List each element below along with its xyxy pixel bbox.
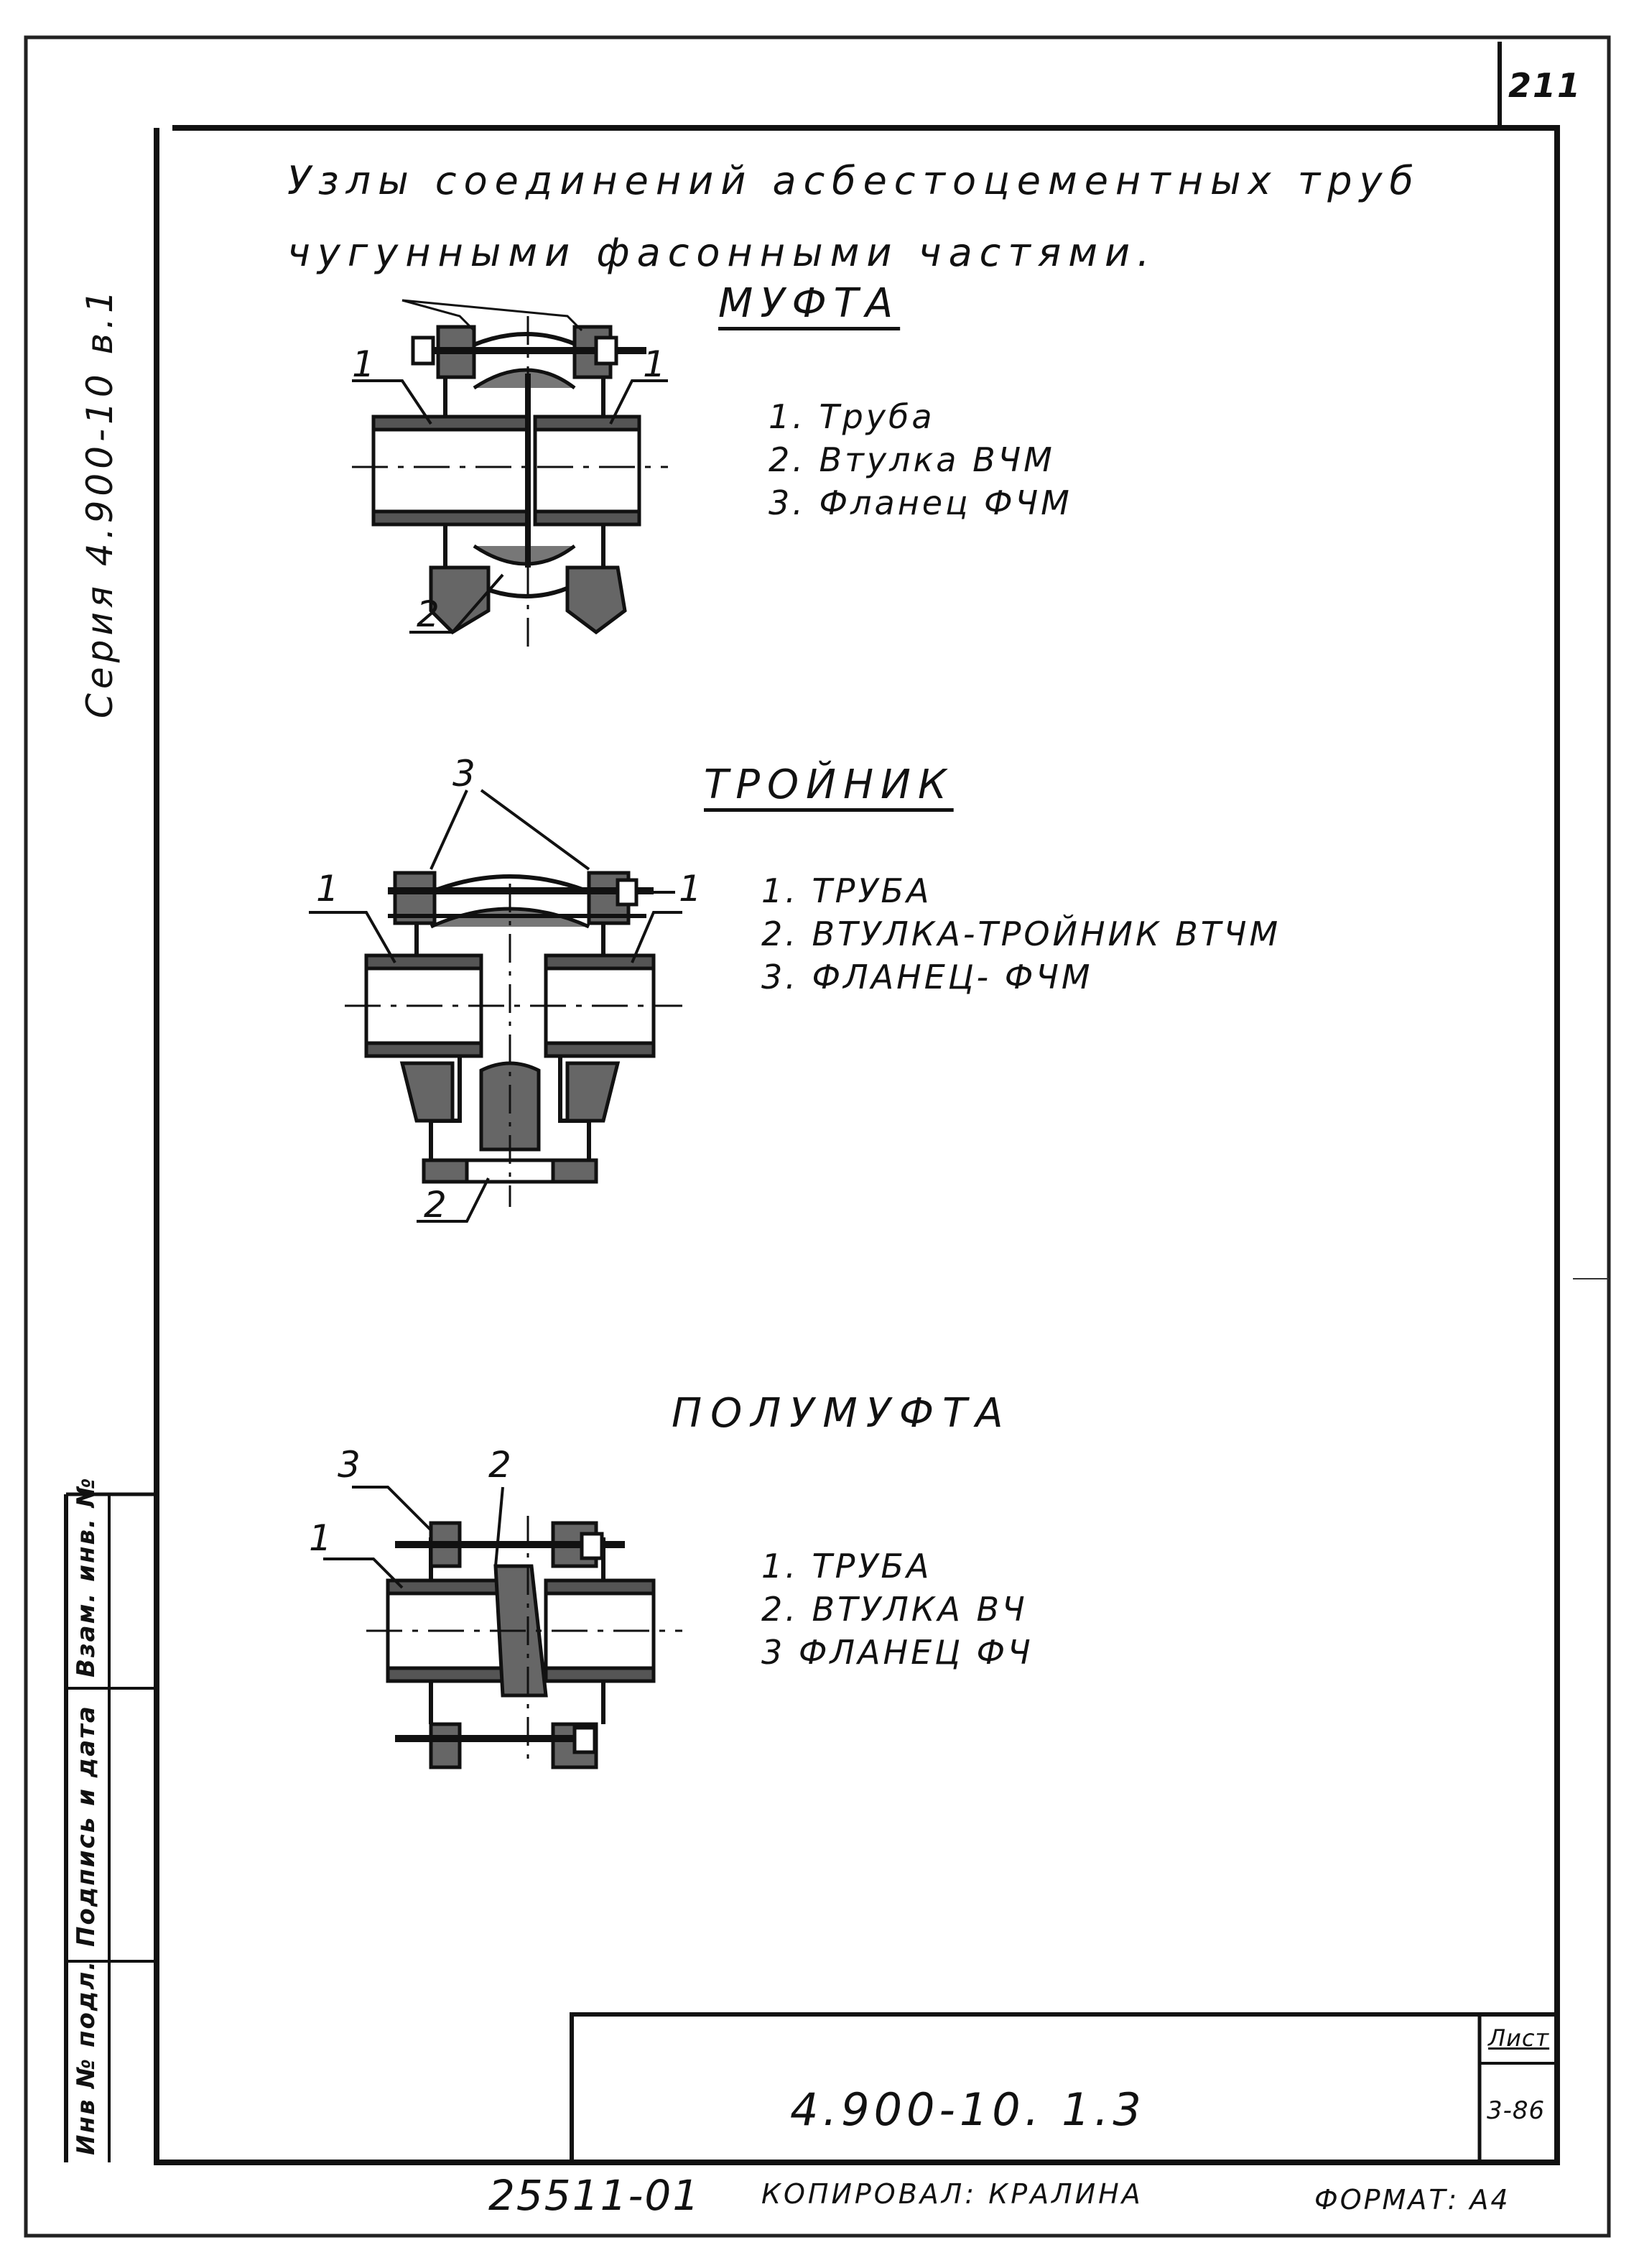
series-label: Серия 4.900-10 в.1 [79, 286, 121, 718]
callout-2: 2 [424, 1184, 451, 1226]
copied-by: КОПИРОВАЛ: КРАЛИНА [761, 2178, 1143, 2210]
tee-drawing [309, 789, 682, 1223]
section-heading-half-coupling: ПОЛУМУФТА [672, 1390, 1012, 1437]
callout-2: 2 [488, 1444, 516, 1486]
legend-item: 2. ВТУЛКА-ТРОЙНИК ВТЧМ [761, 915, 1281, 953]
legend-half-coupling: 1. ТРУБА 2. ВТУЛКА ВЧ 3 ФЛАНЕЦ ФЧ [761, 1545, 1034, 1674]
section-heading-coupling: МУФТА [718, 280, 901, 327]
sheet-label: Лист [1488, 2024, 1550, 2052]
callout-1-left: 1 [316, 868, 343, 909]
page-title-line-2: чугунными фасонными частями. [287, 230, 1157, 275]
callout-1-left: 1 [352, 343, 379, 385]
section-heading-tee: ТРОЙНИК [704, 762, 954, 808]
legend-item: 1. ТРУБА [761, 871, 932, 910]
stamp-signature-date: Подпись и дата [72, 1705, 101, 1947]
legend-coupling: 1. Труба 2. Втулка ВЧМ 3. Фланец ФЧМ [769, 395, 1072, 524]
callout-1-right: 1 [643, 343, 670, 385]
stamp-replacement-inventory: Взам. инв. № [72, 1476, 101, 1677]
stamp-inventory-original: Инв № подл. [72, 1959, 101, 2155]
callout-1: 1 [309, 1517, 336, 1559]
inventory-number: 25511-01 [488, 2171, 701, 2220]
legend-item: 2. Втулка ВЧМ [769, 440, 1055, 479]
callout-2: 2 [417, 593, 444, 635]
legend-item: 3. ФЛАНЕЦ- ФЧМ [761, 958, 1093, 996]
drawing-designation: 4.900-10. 1.3 [790, 2083, 1146, 2136]
legend-item: 1. Труба [769, 397, 935, 436]
callout-1-right: 1 [679, 868, 706, 909]
legend-item: 3. Фланец ФЧМ [769, 483, 1072, 522]
legend-item: 3 ФЛАНЕЦ ФЧ [761, 1633, 1034, 1672]
paper-format: ФОРМАТ: А4 [1314, 2184, 1510, 2216]
half-coupling-drawing [323, 1486, 682, 1769]
page-title-line-1: Узлы соединений асбестоцементных труб [287, 158, 1421, 203]
legend-item: 1. ТРУБА [761, 1547, 932, 1586]
legend-tee: 1. ТРУБА 2. ВТУЛКА-ТРОЙНИК ВТЧМ 3. ФЛАНЕ… [761, 869, 1281, 999]
coupling-drawing [352, 299, 668, 647]
callout-3: 3 [338, 1444, 365, 1486]
callout-3: 3 [452, 753, 480, 795]
sheet-number: 211 [1508, 66, 1582, 105]
legend-item: 2. ВТУЛКА ВЧ [761, 1590, 1028, 1629]
sheet-value: 3-86 [1487, 2096, 1546, 2125]
